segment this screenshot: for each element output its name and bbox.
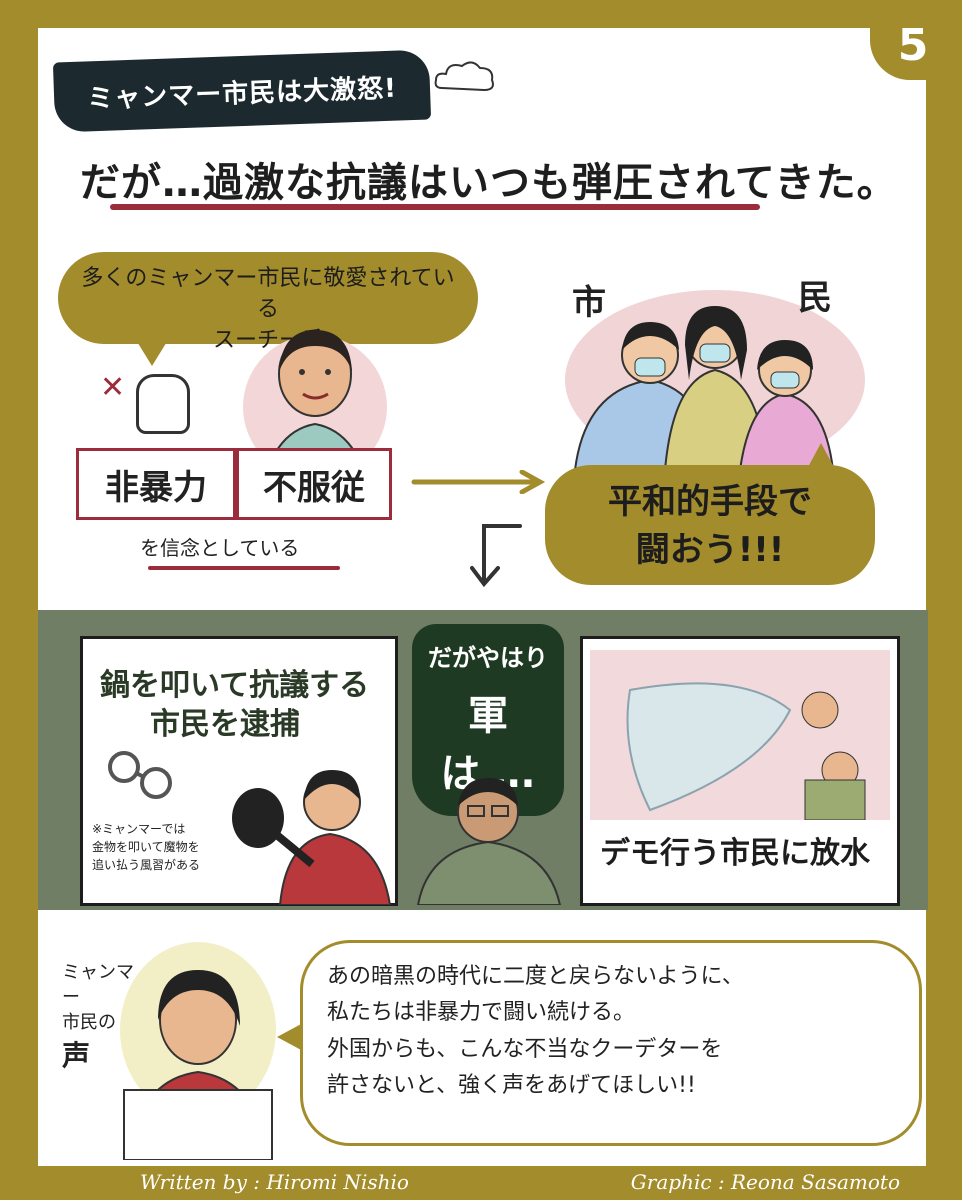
handcuffs-icon [108,751,172,799]
credit-graphic: Graphic : Reona Sasamoto [630,1170,900,1194]
belief-underline [148,566,340,570]
woman-with-sign [120,942,276,1160]
citizen-voice-label: ミャンマー 市民の 声 [62,960,142,1075]
note-line3: 追い払う風習がある [92,858,201,872]
citizens-speech-bubble: 平和的手段で 闘おう!!! [545,443,875,585]
panel1-caption-line2: 市民を逮捕 [150,707,300,742]
arrow-down-icon [470,524,522,588]
panel3-caption: デモ行う市民に放水 [600,836,870,871]
panel1-caption: 鍋を叩いて抗議する 市民を逮捕 [100,666,390,744]
peace-line2: 闘おう!!! [635,529,785,570]
quote-line1: あの暗黒の時代に二度と戻らないように、 [327,964,744,989]
pan-banging-woman [232,770,392,905]
panel1-caption-line1: 鍋を叩いて抗議する [100,668,370,703]
title-banner: ミャンマー市民は大激怒! [52,49,432,133]
note-line2: 金物を叩いて魔物を [92,840,200,854]
quote-line2: 私たちは非暴力で闘い続ける。 [327,1000,636,1026]
keyword-nonviolence: 非暴力 [76,448,236,520]
headline-underline [110,204,760,210]
cross-mark-icon: ✕ [100,370,126,405]
fist-icon [136,374,190,434]
peace-line1: 平和的手段で [608,482,812,522]
credits-footer: Written by : Hiromi Nishio Graphic : Reo… [140,1170,900,1194]
page-headline: だが…過激な抗議はいつも弾圧されてきた。 [80,160,898,206]
arrow-right-icon [411,470,546,494]
thought-cloud-icon [434,61,494,92]
voice-label-line1: ミャンマー [62,962,134,1009]
voice-label-big: 声 [62,1038,91,1072]
water-cannon-illustration [590,650,890,820]
note-line1: ※ミャンマーでは [92,822,186,836]
citizen-label-left: 市 [572,283,606,323]
soldier-portrait [416,778,562,905]
citizen-label-right: 民 [798,278,832,318]
page-number: 5 [870,10,956,80]
mid-bubble-big: 軍は…. [440,693,536,797]
belief-caption: を信念としている [140,536,300,560]
quote-line4: 許さないと、強く声をあげてほしい!! [327,1072,696,1098]
citizens-illustration [565,290,865,470]
panel1-footnote: ※ミャンマーでは 金物を叩いて魔物を 追い払う風習がある [92,820,242,874]
suu-bubble-line1: 多くのミャンマー市民に敬愛されている [81,266,455,322]
keyword-disobedience: 不服従 [236,448,392,520]
voice-label-line2: 市民の [62,1012,116,1034]
citizen-quote-bubble: あの暗黒の時代に二度と戻らないように、 私たちは非暴力で闘い続ける。 外国からも… [277,940,922,1146]
credit-writer: Written by : Hiromi Nishio [140,1170,409,1194]
suu-kyi-speech-bubble: 多くのミャンマー市民に敬愛されている スーチー氏 [58,252,478,366]
mid-bubble-small: だがやはり [428,644,548,672]
quote-line3: 外国からも、こんな不当なクーデターを [327,1036,723,1062]
